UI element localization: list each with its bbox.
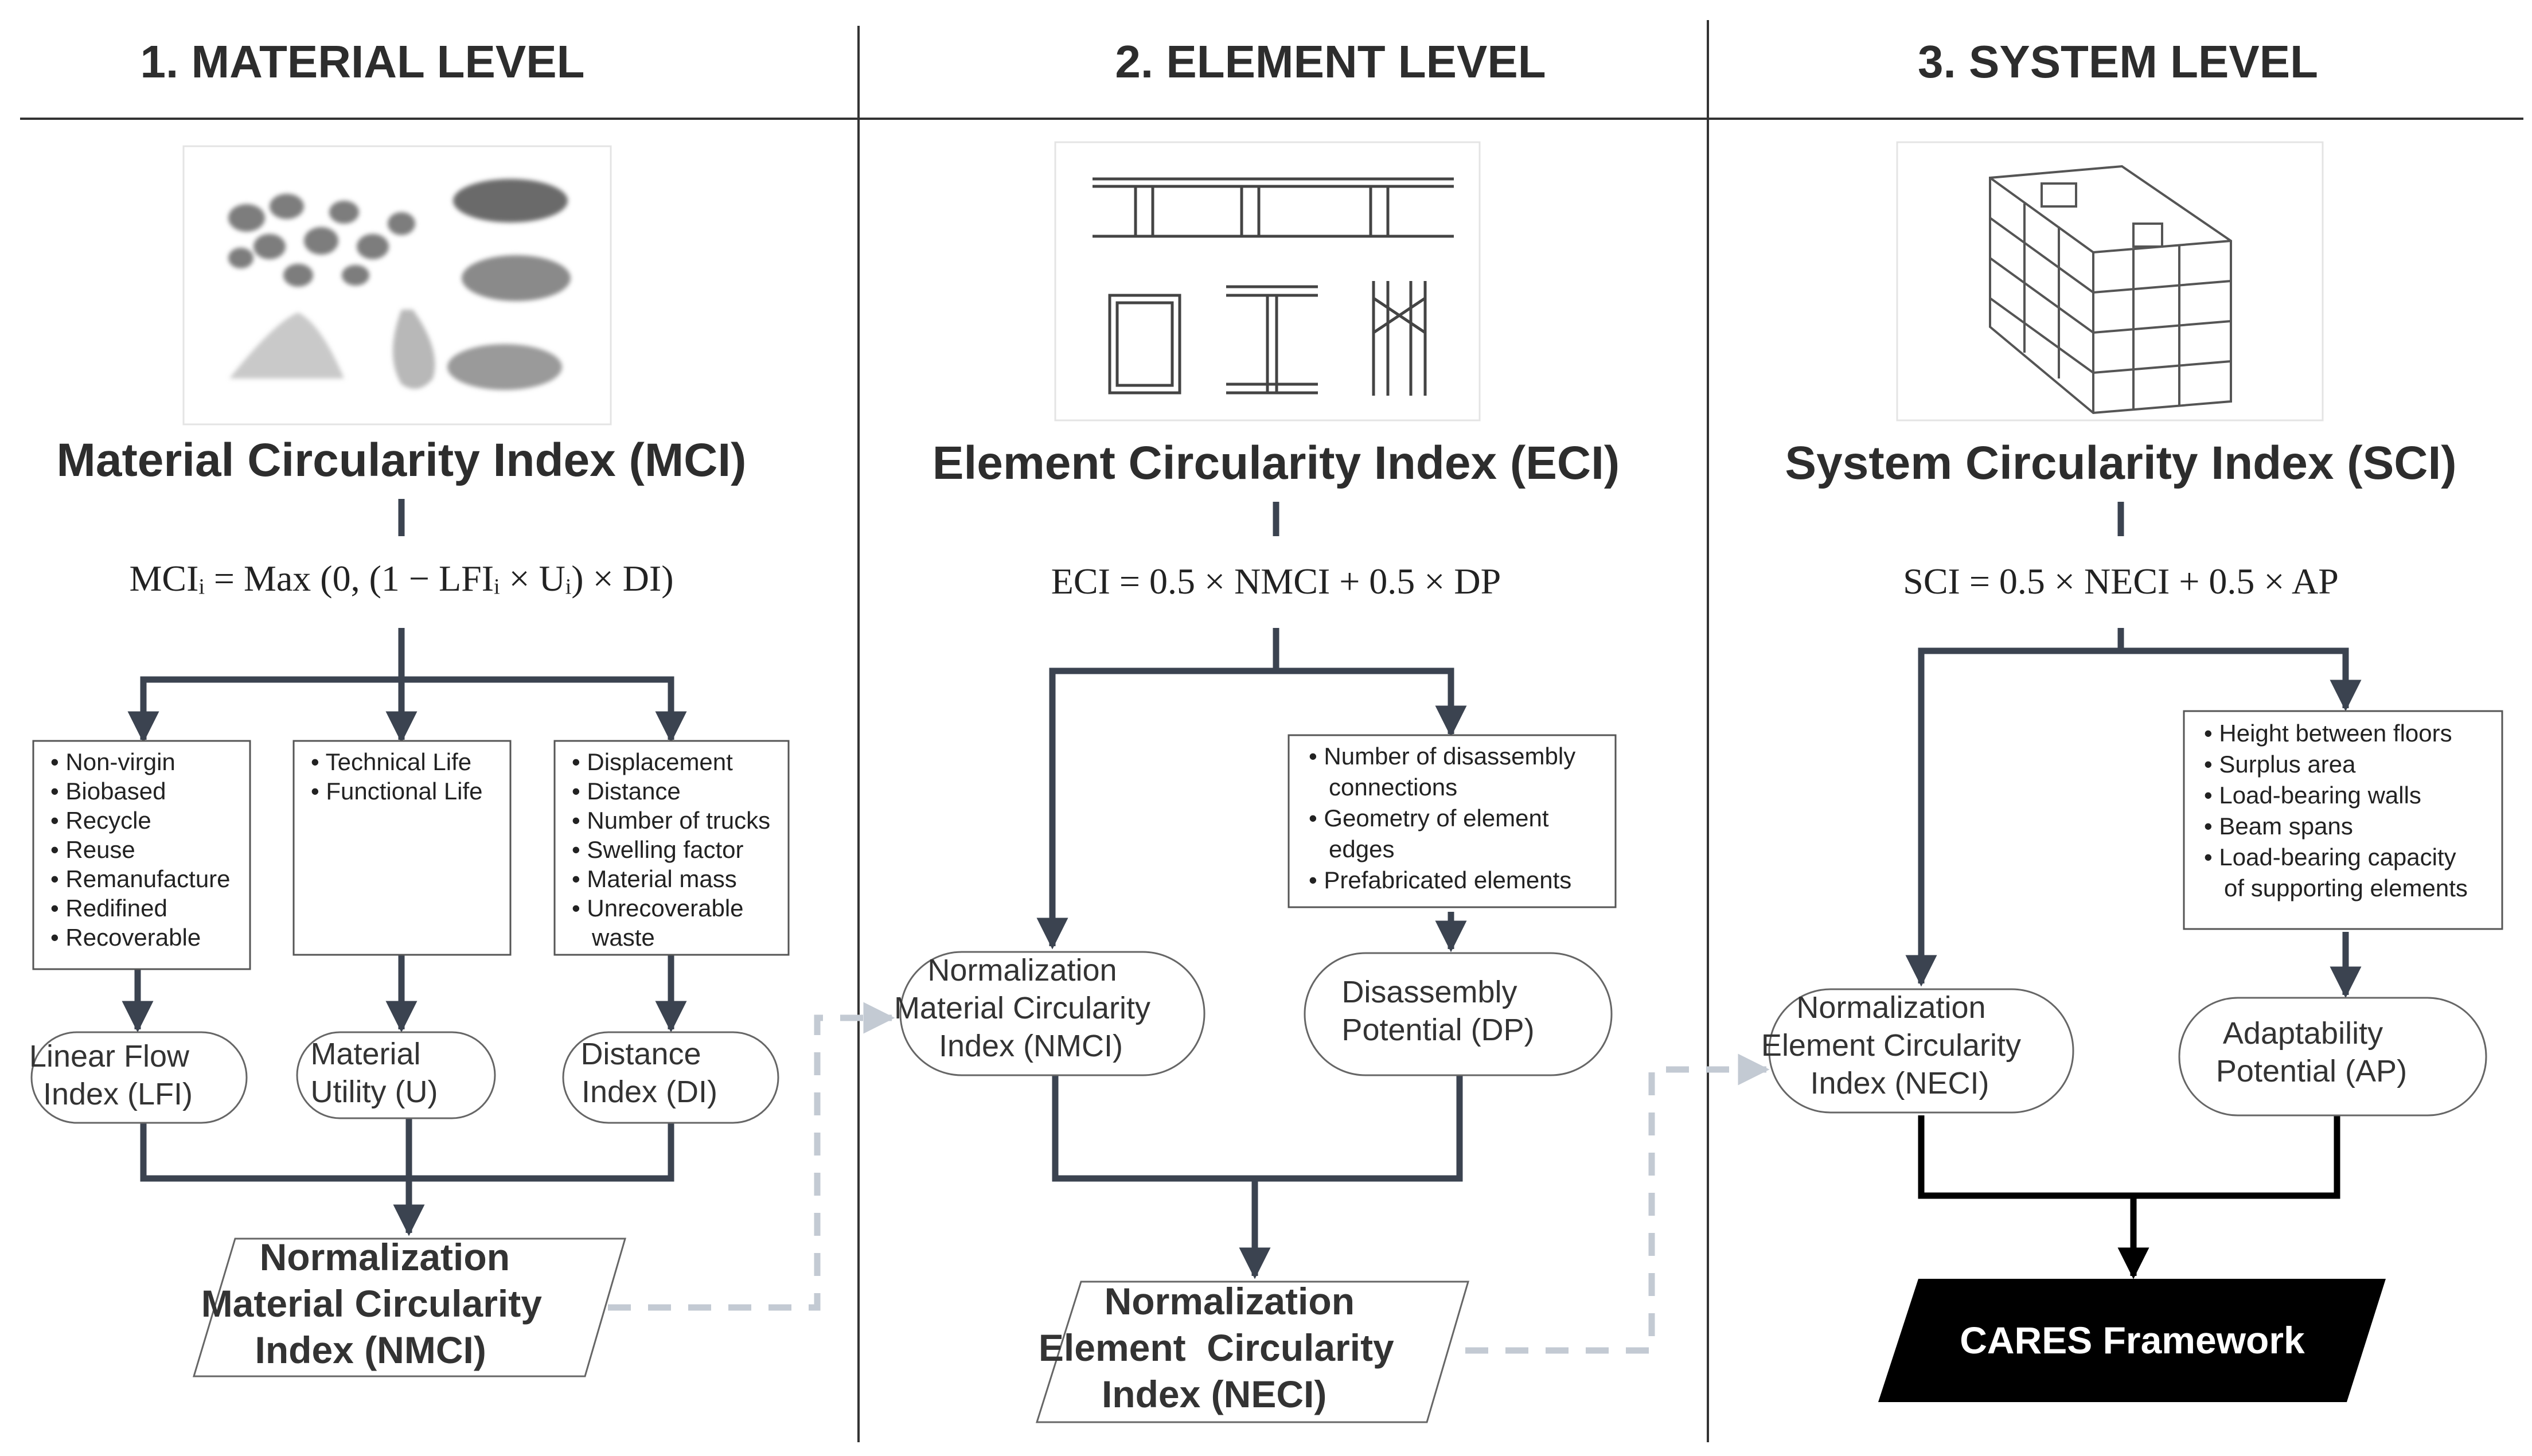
column-heading-material: 1. MATERIAL LEVEL: [141, 36, 585, 87]
system-image: [1896, 141, 2324, 421]
material-connectors: [122, 499, 687, 1236]
svg-text:Normalization Element C: Normalization Element Circularity Index …: [1039, 1280, 1394, 1415]
svg-text:Normalization Material C: Normalization Material Circularity Index…: [0, 0, 1211, 1063]
system-neci-node: Normalization Element Circularity Index …: [1761, 988, 2074, 1114]
u-node: Material Utility (U): [0, 0, 496, 1119]
dp-criteria-list: • Number of disassembly connections • Ge…: [0, 0, 1622, 893]
ap-node: Adaptability Potential (AP): [2178, 997, 2487, 1117]
material-criteria-box-di: • Displacement • Distance • Number of tr…: [0, 0, 817, 956]
eci-title: Element Circularity Index (ECI): [933, 437, 1620, 489]
svg-text:Normalization Element Ci: Normalization Element Circularity Index …: [1761, 990, 2021, 1100]
eci-formula: ECI = 0.5 × NMCI + 0.5 × DP: [1051, 561, 1501, 602]
lfi-node: Linear Flow Index (LFI): [0, 0, 249, 1124]
svg-text:Disassembly Potential (D: Disassembly Potential (DP): [0, 0, 1578, 1047]
element-nmci-node: Normalization Material Circularity Index…: [0, 0, 1211, 1076]
u-criteria-list: • Technical Life • Functional Life: [0, 0, 518, 805]
svg-text:Material Utility (U): Material Utility (U): [0, 0, 481, 1109]
sci-title: System Circularity Index (SCI): [1785, 437, 2456, 489]
lfi-criteria-list: • Non-virgin • Biobased • Recycle • Reus…: [50, 0, 277, 951]
element-connectors: [1036, 502, 1467, 1279]
element-image: [1054, 141, 1481, 421]
mci-title: Material Circularity Index (MCI): [57, 434, 747, 486]
headers: 1. MATERIAL LEVEL 2. ELEMENT LEVEL 3. SY…: [20, 20, 2523, 1442]
cares-framework-output: CARES Framework: [1878, 1279, 2386, 1402]
system-connectors: [1905, 502, 2362, 1279]
di-criteria-list: • Displacement • Distance • Number of tr…: [0, 0, 817, 951]
material-image: [182, 145, 612, 426]
svg-text:Adaptability Potential (: Adaptability Potential (AP): [2216, 1016, 2407, 1088]
mci-formula: MCIᵢ = Max (0, (1 − LFIᵢ × Uᵢ) × DI): [130, 558, 674, 599]
svg-text:Distance Index (DI): Distance Index (DI): [0, 0, 762, 1109]
material-criteria-box-lfi: • Non-virgin • Biobased • Recycle • Reus…: [32, 0, 277, 970]
sci-formula: SCI = 0.5 × NECI + 0.5 × AP: [1903, 561, 2339, 602]
column-heading-system: 3. SYSTEM LEVEL: [1918, 36, 2318, 87]
column-heading-element: 2. ELEMENT LEVEL: [1115, 36, 1546, 87]
system-criteria-box: • Height between floors • Surplus area •…: [2183, 710, 2503, 930]
neci-output-node: Normalization Element Circularity Index …: [1035, 1280, 1470, 1423]
svg-text:Linear Flow Index (LFI): Linear Flow Index (LFI): [0, 0, 249, 1111]
material-criteria-box-u: • Technical Life • Functional Life: [0, 0, 518, 956]
dashed-links: [608, 1002, 1770, 1354]
cares-framework-label: CARES Framework: [1960, 1319, 2305, 1361]
nmci-output-node: Normalization Material Circularity Index…: [0, 0, 626, 1377]
svg-text:Normalization Material C: Normalization Material Circularity Index…: [0, 0, 615, 1371]
di-node: Distance Index (DI): [0, 0, 779, 1124]
dp-node: Disassembly Potential (DP): [0, 0, 1613, 1076]
element-criteria-box: • Number of disassembly connections • Ge…: [0, 0, 1622, 908]
ap-criteria-list: • Height between floors • Surplus area •…: [2204, 720, 2468, 901]
